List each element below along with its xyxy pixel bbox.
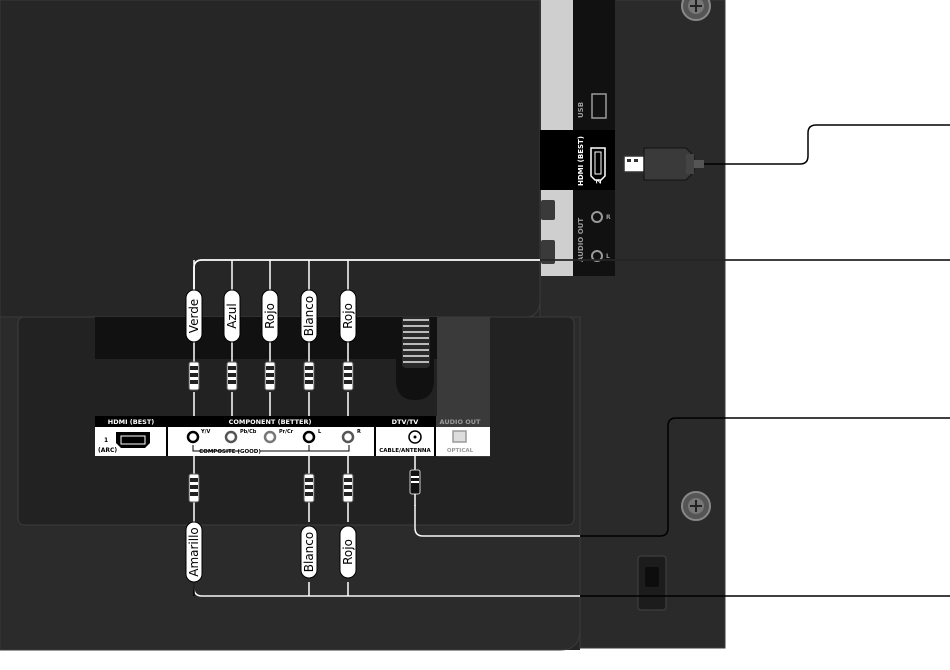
cable-label-verde-text: Verde (187, 299, 201, 333)
cable-label-amarillo: Amarillo (186, 522, 202, 582)
dtv-sub: CABLE/ANTENNA (379, 448, 431, 454)
component-pb-label: Pb/Cb (240, 429, 257, 435)
hdmi-1-header: HDMI (BEST) (108, 418, 154, 426)
cable-label-rojo-2-text: Rojo (341, 303, 355, 329)
audio-l-port[interactable] (304, 432, 314, 442)
bottom-audio-out-header: AUDIO OUT (440, 418, 482, 426)
rca-plug-icon (304, 362, 314, 390)
hdmi-1-arc: (ARC) (98, 447, 117, 454)
rca-plug-icon (304, 474, 314, 502)
screw-icon (682, 492, 710, 520)
screw-icon (682, 0, 710, 20)
audio-r-port[interactable] (343, 432, 353, 442)
cable-label-rojo-bottom-text: Rojo (341, 539, 355, 565)
component-header: COMPONENT (BETTER) (229, 418, 312, 426)
dtv-header: DTV/TV (392, 418, 419, 426)
rca-plug-icon (343, 362, 353, 390)
cable-label-verde: Verde (186, 290, 202, 342)
cable-label-blanco-text: Blanco (302, 296, 316, 336)
rca-plug-icon (189, 474, 199, 502)
usb-label: USB (577, 102, 585, 118)
side-audio-l-label: L (606, 253, 610, 260)
optical-port[interactable] (453, 431, 466, 442)
optical-label: OPTICAL (447, 448, 474, 454)
cable-label-blanco-bottom: Blanco (301, 526, 317, 578)
rca-plug-icon (343, 474, 353, 502)
cable-label-blanco-bottom-text: Blanco (302, 532, 316, 572)
side-audio-out-label: AUDIO OUT (577, 218, 585, 262)
component-pr-port[interactable] (265, 432, 275, 442)
side-audio-r-port[interactable] (592, 212, 602, 222)
component-y-port[interactable] (188, 432, 198, 442)
composite-label: COMPOSITE (GOOD) (199, 449, 261, 455)
cable-label-rojo-text: Rojo (263, 303, 277, 329)
usb-port[interactable] (592, 94, 606, 118)
side-audio-r-label: R (606, 214, 611, 221)
cable-label-azul: Azul (224, 290, 240, 342)
cable-label-blanco: Blanco (301, 290, 317, 342)
cable-label-amarillo-text: Amarillo (187, 527, 201, 577)
lock-slot-icon (638, 556, 666, 610)
hdmi-1-number: 1 (104, 437, 108, 444)
component-y-label: Y/V (200, 429, 210, 435)
hdmi-2-label: HDMI (BEST) (577, 136, 585, 186)
side-port-panel: USB HDMI (BEST) 2 AUDIO OUT R L (540, 0, 615, 276)
rca-plug-icon (189, 362, 199, 390)
rca-plug-icon (265, 362, 275, 390)
rca-plug-icon (227, 362, 237, 390)
audio-r-label: R (357, 429, 361, 435)
component-pr-label: Pr/Cr (279, 429, 294, 435)
component-pb-port[interactable] (226, 432, 236, 442)
cable-label-rojo-2: Rojo (340, 290, 356, 342)
cable-label-azul-text: Azul (225, 303, 239, 328)
cable-label-rojo-bottom: Rojo (340, 526, 356, 578)
cable-label-rojo: Rojo (262, 290, 278, 342)
